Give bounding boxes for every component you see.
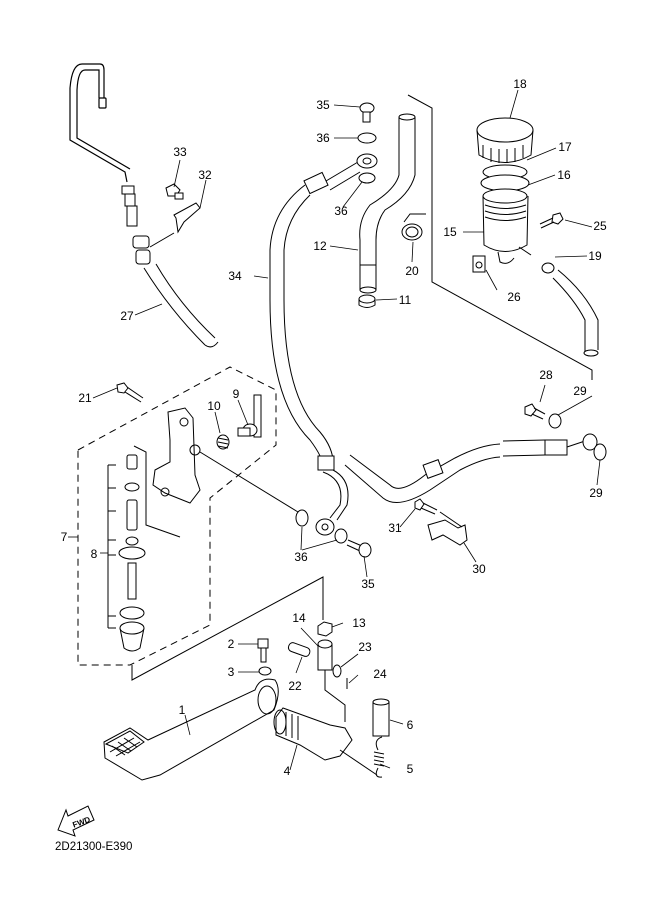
- brake-pipe: [69, 63, 131, 183]
- callout-20: 20: [405, 264, 419, 278]
- callout-29-bottom: 29: [589, 486, 603, 500]
- bolt-31: [414, 498, 438, 515]
- hose-joint-9: [237, 394, 262, 438]
- callout-leaders: [68, 89, 601, 771]
- clip-19: [541, 262, 555, 274]
- bolt-35-top: [359, 102, 375, 123]
- joint-14: [317, 639, 333, 671]
- reservoir-assembly-bracket: [407, 94, 593, 380]
- callout-16: 16: [557, 168, 571, 182]
- spring-10: [216, 434, 230, 450]
- callout-10: 10: [207, 399, 221, 413]
- callout-30: 30: [472, 562, 486, 576]
- bracket-32: [149, 202, 201, 248]
- callout-12: 12: [313, 239, 327, 253]
- hose-12: [359, 113, 416, 294]
- master-cylinder-body: [152, 407, 201, 504]
- hose-27: [143, 263, 219, 348]
- callout-26: 26: [507, 290, 521, 304]
- hose-right: [344, 433, 607, 503]
- hose-34: [269, 153, 378, 536]
- callout-22: 22: [288, 679, 302, 693]
- washer-3: [258, 666, 272, 676]
- callout-4: 4: [283, 764, 291, 778]
- callout-36-bottom: 36: [294, 550, 308, 564]
- washer-36-lower-a: [295, 509, 309, 527]
- pin-22: [287, 642, 311, 657]
- callout-18: 18: [513, 77, 527, 91]
- hose-union: [121, 185, 151, 265]
- sleeve-6: [372, 698, 390, 737]
- callout-19: 19: [588, 249, 602, 263]
- callout-35-bottom: 35: [361, 577, 375, 591]
- callout-15: 15: [443, 225, 457, 239]
- bolt-28: [524, 403, 546, 420]
- callout-6: 6: [406, 718, 414, 732]
- callout-34: 34: [228, 269, 242, 283]
- callout-35-top: 35: [316, 98, 330, 112]
- bolt-25: [539, 212, 564, 229]
- washer-29-top: [548, 413, 562, 429]
- callout-2: 2: [227, 637, 235, 651]
- piston-bracket: [133, 445, 181, 538]
- nut-13: [317, 621, 333, 637]
- callout-11: 11: [398, 293, 412, 307]
- callout-17: 17: [558, 140, 572, 154]
- nut-26: [472, 255, 486, 273]
- callout-13: 13: [352, 616, 366, 630]
- callout-21: 21: [78, 391, 92, 405]
- washer-36-lower-b: [334, 528, 348, 544]
- callout-25: 25: [593, 219, 607, 233]
- callout-9: 9: [232, 387, 240, 401]
- bolt-35-lower: [346, 539, 372, 558]
- callout-24: 24: [373, 667, 387, 681]
- callout-14: 14: [292, 611, 306, 625]
- bolt-33: [165, 183, 184, 200]
- shaft-4: [273, 707, 353, 761]
- callout-3: 3: [227, 665, 235, 679]
- joint-link: [324, 670, 346, 722]
- reservoir-hose: [552, 269, 599, 357]
- callout-36-mid: 36: [334, 204, 348, 218]
- piston-kit-8: [107, 454, 146, 652]
- bracket-30: [427, 511, 468, 546]
- bolt-21: [116, 382, 144, 403]
- callout-31: 31: [388, 521, 402, 535]
- assembly-7-outline: [77, 366, 277, 666]
- spring-5: [339, 736, 385, 778]
- assembly-line: [131, 576, 324, 681]
- callout-7: 7: [60, 530, 68, 544]
- fwd-arrow-icon: FWD: [57, 805, 95, 837]
- washer-36-mid: [358, 172, 376, 184]
- callout-33: 33: [173, 145, 187, 159]
- leader-line: [199, 451, 299, 513]
- callout-5: 5: [406, 762, 414, 776]
- reservoir-cap-18: [476, 117, 534, 163]
- brake-pedal-1: [103, 678, 279, 781]
- callout-1: 1: [178, 703, 186, 717]
- clip-11: [358, 294, 376, 308]
- washer-36-top: [357, 132, 377, 144]
- diagram-code: 2D21300-E390: [55, 841, 133, 853]
- washer-23: [332, 664, 342, 678]
- bolt-2: [257, 638, 269, 663]
- callout-8: 8: [90, 547, 98, 561]
- callout-28: 28: [539, 368, 553, 382]
- callout-29-top: 29: [573, 384, 587, 398]
- callout-23: 23: [358, 640, 372, 654]
- callout-36-top: 36: [316, 131, 330, 145]
- clamp-20: [401, 213, 426, 241]
- callout-32: 32: [198, 168, 212, 182]
- callout-27: 27: [120, 309, 134, 323]
- reservoir-body-15: [482, 188, 532, 264]
